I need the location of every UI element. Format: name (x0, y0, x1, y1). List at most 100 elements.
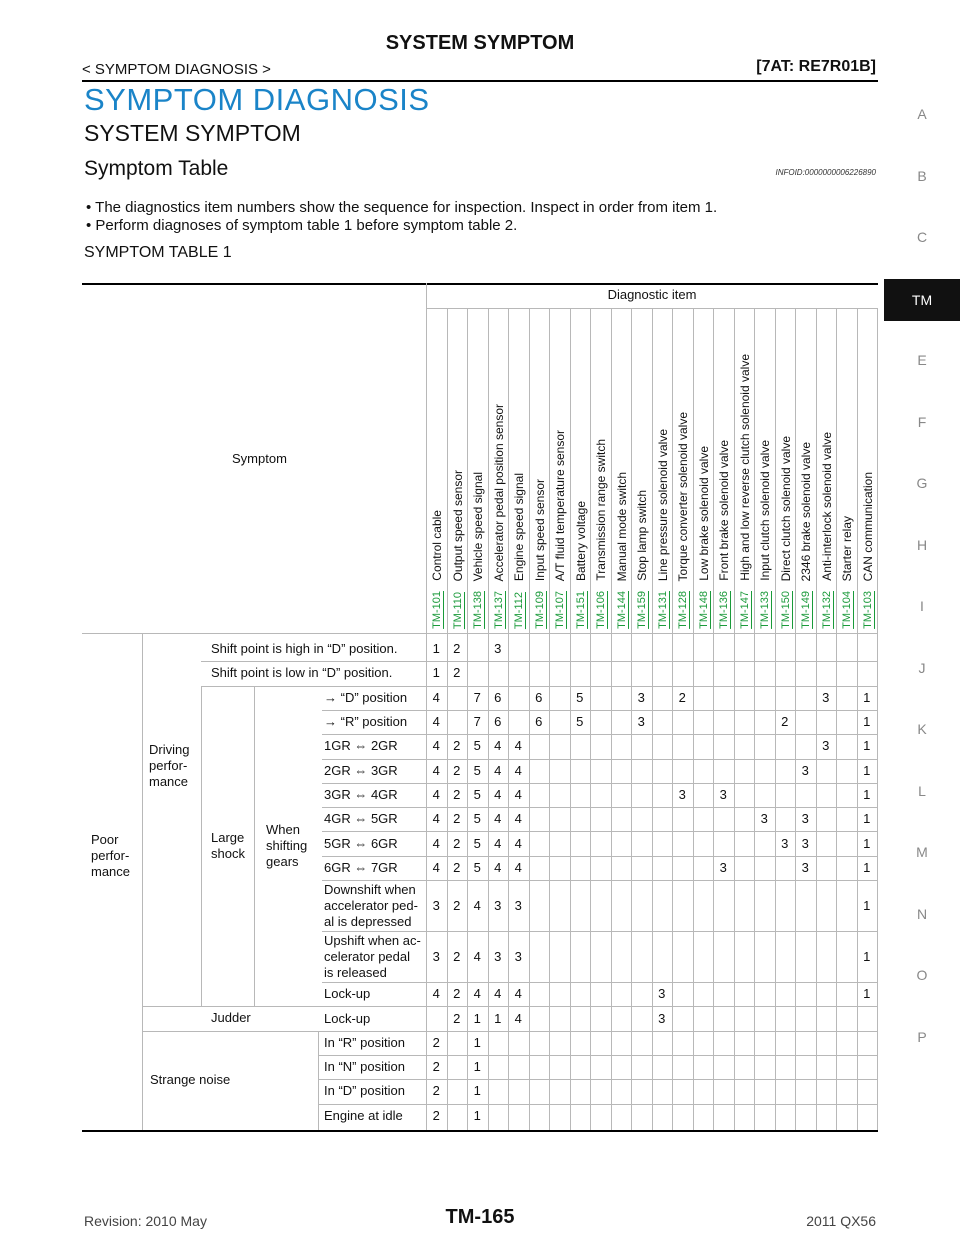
row-label: In “D” position (324, 1083, 405, 1099)
column-line (426, 308, 427, 1130)
inspection-order-cell: 3 (637, 689, 645, 705)
column-line (528, 308, 530, 1130)
row-line (201, 685, 878, 687)
inspection-order-cell: 3 (822, 689, 830, 705)
row-label: Shift point is low in “D” position. (211, 665, 393, 681)
inspection-order-cell: 1 (473, 1107, 481, 1123)
inspection-order-cell: 1 (863, 986, 871, 1002)
section-tab-b[interactable]: B (917, 167, 927, 184)
reference-link[interactable]: TM-109 (533, 591, 546, 629)
inspection-order-cell: 7 (473, 714, 481, 730)
column-line (856, 308, 858, 1130)
row-label: Downshift when accelerator ped- al is de… (324, 881, 418, 929)
section-tab-k[interactable]: K (917, 721, 927, 737)
column-header: High and low reverse clutch solenoid val… (737, 354, 752, 581)
column-header: A/T fluid temperature sensor (553, 429, 567, 581)
inspection-order-cell: 2 (453, 786, 461, 802)
reference-link[interactable]: TM-133 (759, 591, 771, 629)
row-line (201, 685, 322, 687)
column-line (610, 308, 612, 1130)
column-header: CAN communication (860, 471, 875, 581)
inspection-order-cell: 4 (514, 786, 522, 802)
inspection-order-cell: 4 (432, 689, 440, 705)
section-tab-l[interactable]: L (918, 782, 926, 799)
column-header: Input clutch solenoid valve (758, 440, 772, 581)
inspection-order-cell: 2 (453, 738, 461, 754)
reference-link[interactable]: TM-132 (820, 591, 833, 629)
inspection-order-cell: 3 (801, 835, 809, 851)
row-label: Engine at idle (324, 1107, 403, 1123)
inspection-order-cell: 1 (863, 897, 871, 913)
column-line (692, 308, 694, 1130)
section-tab-f[interactable]: F (917, 413, 927, 430)
inspection-order-cell: 2 (453, 1010, 461, 1026)
row-label: In “N” position (324, 1059, 405, 1075)
column-line (836, 308, 837, 1130)
model-code: [7AT: RE7R01B] (756, 58, 876, 75)
section-tab-a[interactable]: A (917, 106, 927, 122)
inspection-order-cell: 3 (822, 738, 830, 754)
inspection-order-cell: 4 (494, 811, 502, 827)
inspection-order-cell: 5 (473, 811, 481, 827)
inspection-order-cell: 2 (453, 811, 461, 827)
inspection-order-cell: 6 (494, 714, 502, 730)
row-line (318, 1079, 878, 1081)
section-tab-n[interactable]: N (916, 905, 928, 922)
reference-link[interactable]: TM-107 (554, 591, 566, 629)
info-id: INFOID:0000000006226890 (775, 168, 876, 177)
inspection-order-cell: 4 (514, 835, 522, 851)
reference-link[interactable]: TM-112 (513, 591, 525, 629)
inspection-order-cell: 3 (494, 897, 502, 913)
inspection-order-cell: 4 (494, 859, 502, 875)
reference-link[interactable]: TM-104 (841, 591, 853, 629)
section-tab-i[interactable]: I (920, 598, 924, 614)
reference-link[interactable]: TM-136 (718, 591, 730, 629)
section-tab-p[interactable]: P (917, 1028, 927, 1045)
row-line (322, 982, 878, 984)
reference-link[interactable]: TM-110 (451, 591, 464, 629)
section-tab-tm[interactable]: TM (884, 278, 960, 321)
reference-link[interactable]: TM-147 (738, 591, 751, 629)
reference-link[interactable]: TM-148 (697, 591, 710, 629)
column-line (713, 308, 714, 1130)
inspection-order-cell: 4 (494, 762, 502, 778)
section-tab-c[interactable]: C (916, 229, 928, 245)
column-header: 2346 brake solenoid valve (799, 441, 813, 581)
section-tab-o[interactable]: O (916, 967, 928, 983)
reference-link[interactable]: TM-138 (472, 591, 484, 629)
inspection-order-cell: 2 (781, 714, 789, 730)
reference-link[interactable]: TM-101 (431, 591, 443, 629)
row-line (322, 831, 878, 833)
section-tab-h[interactable]: H (916, 536, 928, 553)
inspection-order-cell: 4 (514, 738, 522, 754)
reference-link[interactable]: TM-103 (861, 591, 874, 629)
reference-link[interactable]: TM-137 (492, 591, 505, 629)
group-large-shock: Large shock (211, 829, 245, 861)
inspection-order-cell: 2 (432, 1083, 440, 1099)
row-line (322, 709, 878, 711)
reference-link[interactable]: TM-144 (615, 591, 628, 629)
reference-link[interactable]: TM-149 (800, 591, 812, 629)
inspection-order-cell: 3 (801, 762, 809, 778)
group-driving-performance: Driving perfor- mance (149, 741, 190, 789)
section-tab-m[interactable]: M (916, 844, 928, 860)
inspection-order-cell: 1 (863, 714, 871, 730)
reference-link[interactable]: TM-150 (779, 591, 792, 629)
reference-link[interactable]: TM-128 (677, 591, 689, 629)
section-tab-e[interactable]: E (917, 352, 927, 368)
reference-link[interactable]: TM-131 (656, 591, 669, 629)
section-tab-g[interactable]: G (916, 475, 928, 491)
page-number: TM-165 (445, 1206, 515, 1228)
column-header: Input speed sensor (532, 478, 547, 581)
group-when-shifting: When shifting gears (266, 821, 308, 869)
inspection-order-cell: 5 (473, 859, 481, 875)
reference-link[interactable]: TM-106 (595, 591, 607, 629)
inspection-order-cell: 5 (473, 786, 481, 802)
reference-link[interactable]: TM-159 (636, 591, 648, 629)
reference-link[interactable]: TM-151 (574, 591, 587, 629)
inspection-order-cell: 1 (863, 859, 871, 875)
inspection-order-cell: 4 (494, 738, 502, 754)
row-line (322, 931, 878, 933)
section-tab-j[interactable]: J (918, 659, 926, 676)
